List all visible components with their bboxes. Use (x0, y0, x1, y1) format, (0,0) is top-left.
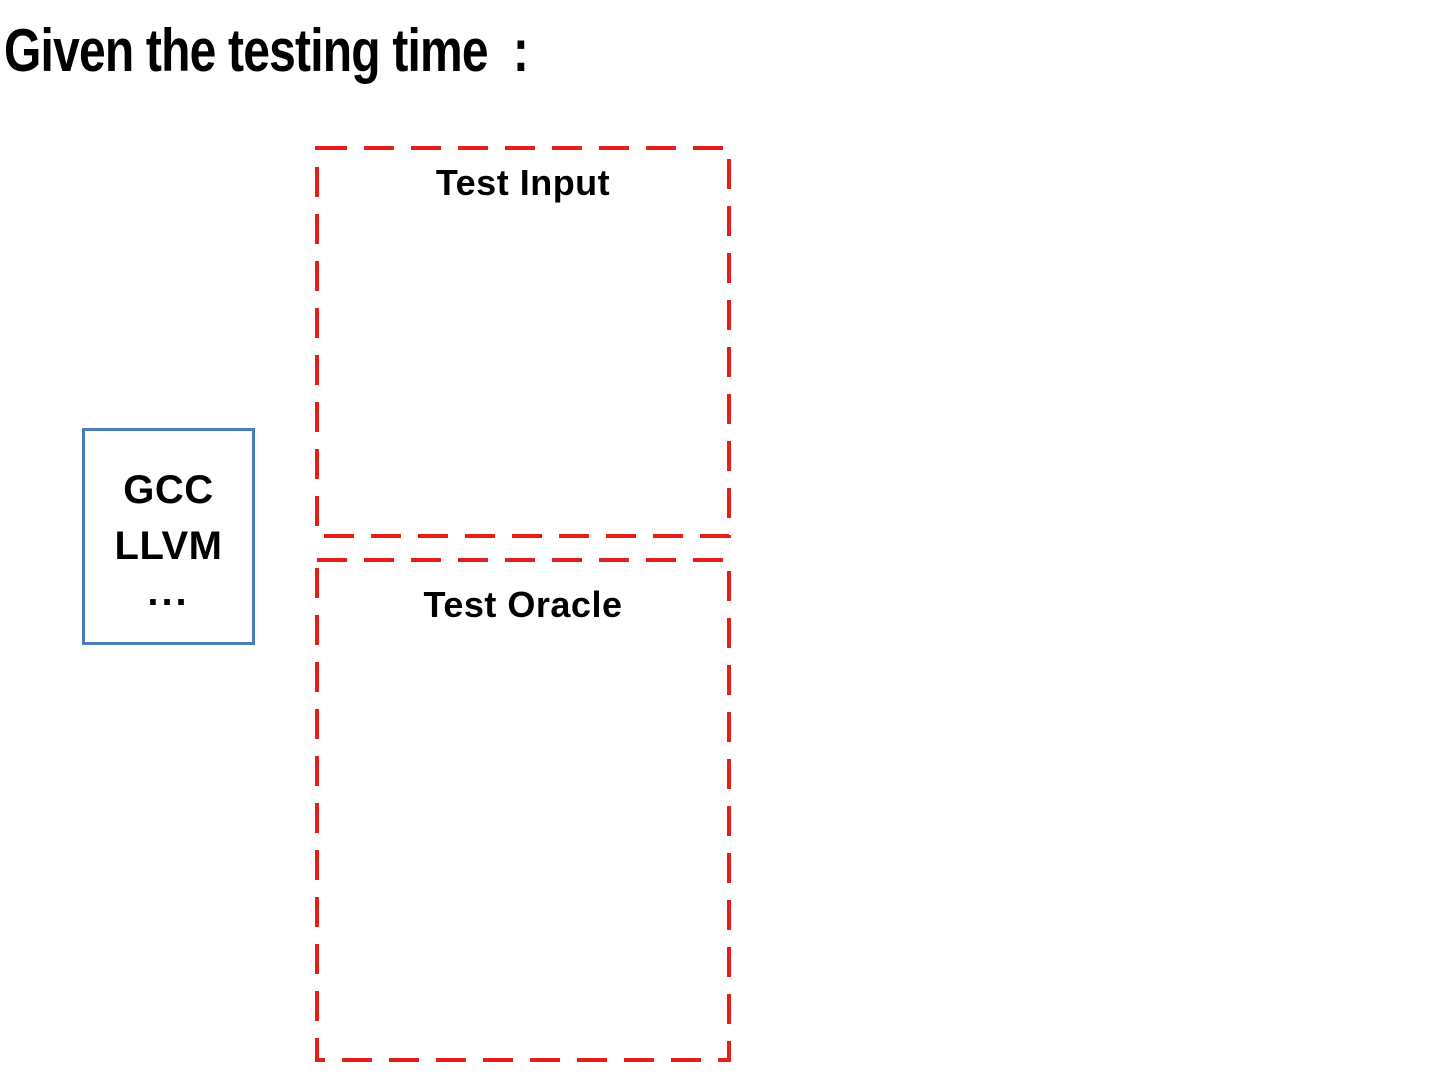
compiler-box-line-gcc: GCC (123, 468, 214, 513)
slide-title: Given the testing time : (4, 17, 529, 84)
test-oracle-dashed-border (315, 558, 731, 1062)
test-input-box: Test Input (315, 146, 731, 538)
test-input-dashed-border (315, 146, 731, 538)
compiler-box-line-ellipsis: ... (147, 569, 190, 614)
test-input-label: Test Input (435, 162, 611, 203)
test-oracle-label: Test Oracle (423, 584, 623, 625)
test-oracle-box: Test Oracle (315, 558, 731, 1062)
compiler-box-line-llvm: LLVM (114, 523, 223, 568)
compiler-box: GCC LLVM ... (82, 428, 255, 645)
